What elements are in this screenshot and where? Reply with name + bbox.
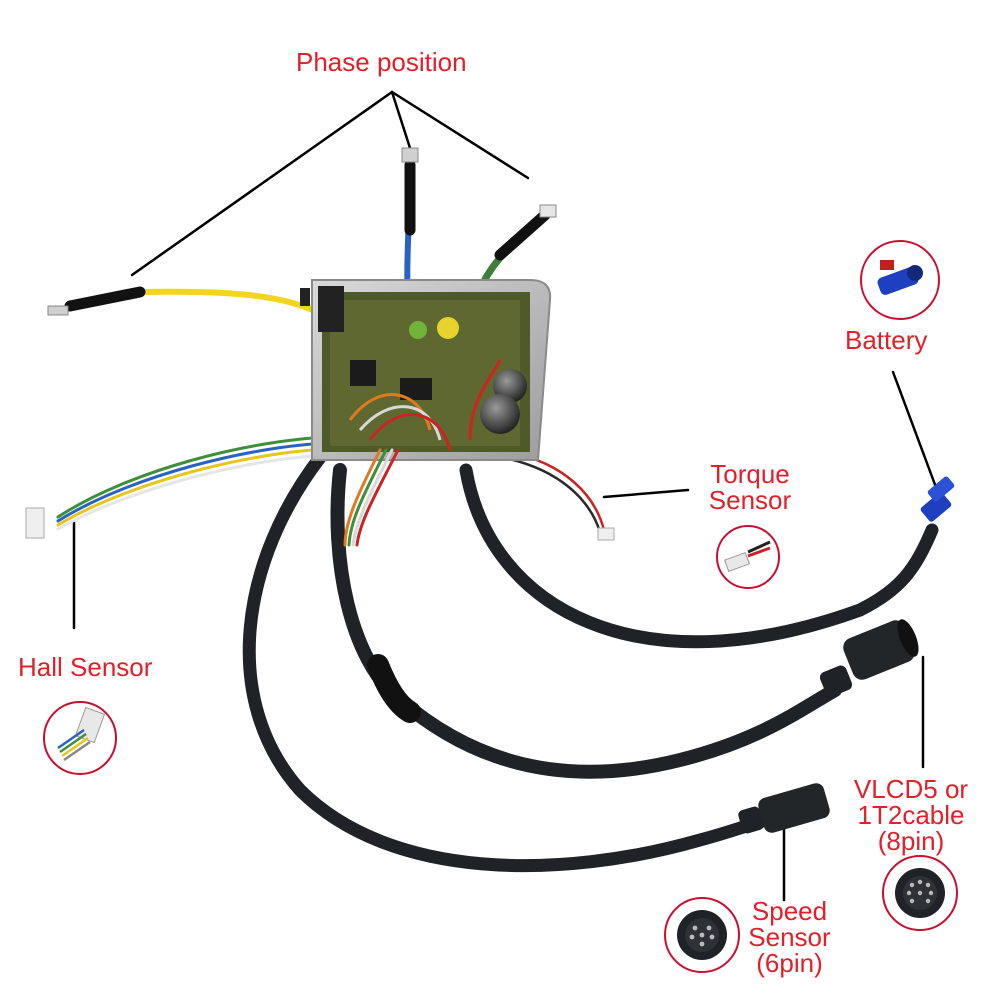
label-torque-sensor-line2: Sensor <box>708 485 792 515</box>
hall-wire-white <box>56 453 332 531</box>
torque-wire-black <box>503 456 602 534</box>
hall-plug <box>25 507 45 539</box>
label-vlcd5-line2: 1T2cable <box>857 800 965 830</box>
label-vlcd5-line3: (8pin) <box>877 826 945 856</box>
phase-wire-black-stub <box>64 286 146 312</box>
case-side-plug <box>300 288 310 306</box>
pcb-yellow-component <box>437 317 459 339</box>
phase-terminal-right <box>539 204 557 218</box>
callout-battery <box>860 240 940 320</box>
phase-leader-mid <box>390 90 412 150</box>
vlcd5-connector <box>819 619 919 697</box>
label-speed-sensor: Speed Sensor (6pin) <box>742 898 837 976</box>
callout-hall <box>43 701 117 775</box>
phase-wire-black-right <box>494 209 551 261</box>
8pin-socket-icon <box>895 868 945 918</box>
jst-connector-icon <box>723 540 771 573</box>
label-phase-position: Phase position <box>296 47 467 77</box>
label-battery: Battery <box>845 325 928 355</box>
callout-speed <box>664 897 740 973</box>
battery-connector <box>920 476 955 522</box>
controller-box <box>300 279 552 461</box>
leader-lines <box>72 90 939 902</box>
hall-plug-icon <box>57 706 106 762</box>
callout-vlcd5 <box>882 855 958 931</box>
phase-leader-left <box>130 90 394 277</box>
pcb-capacitor-2 <box>480 394 520 434</box>
battery-cable <box>459 463 939 649</box>
phase-leader-right <box>390 90 530 180</box>
signal-wire-bundle <box>343 448 400 547</box>
speed-connector <box>738 783 830 834</box>
callout-torque <box>716 525 780 589</box>
label-speed-sensor-line3: (6pin) <box>756 948 823 978</box>
hall-wire-green <box>56 435 332 519</box>
xt60-connector-icon <box>877 260 923 295</box>
cables <box>56 435 939 873</box>
torque-plug <box>597 527 615 541</box>
hall-wire-yellow <box>56 447 332 527</box>
label-vlcd5: VLCD5 or 1T2cable (8pin) <box>846 776 976 854</box>
pcb-chip-1 <box>350 360 376 386</box>
heat-shrink-sleeve <box>367 654 421 723</box>
label-torque-sensor: Torque Sensor <box>700 461 800 513</box>
label-torque-sensor-line1: Torque <box>710 459 790 489</box>
vlcd5-cable <box>330 463 842 779</box>
label-vlcd5-line1: VLCD5 or <box>853 774 969 804</box>
label-speed-sensor-line2: Sensor <box>748 922 831 952</box>
phase-terminal-left <box>47 305 69 316</box>
hall-wire-blue <box>56 441 332 523</box>
battery-leader <box>891 370 939 492</box>
pcb-chip-2 <box>400 378 432 400</box>
label-speed-sensor-line1: Speed <box>751 896 828 926</box>
speed-cable <box>242 448 767 873</box>
pcb-green-component <box>409 321 427 339</box>
pcb-connector-block <box>318 286 344 332</box>
phase-terminal-mid <box>401 147 419 163</box>
torque-leader <box>602 488 690 499</box>
6pin-socket-icon <box>677 910 727 960</box>
label-hall-sensor: Hall Sensor <box>18 652 153 682</box>
